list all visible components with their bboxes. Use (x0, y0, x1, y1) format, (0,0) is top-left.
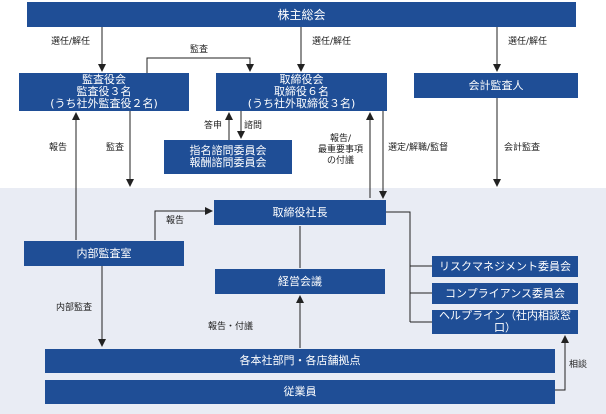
employees-box: 従業員 (45, 380, 555, 404)
audit-board-members: 監査役３名 (76, 85, 132, 98)
internal-audit-label: 内部監査室 (76, 246, 132, 260)
risk-committee-label: リスクマネジメント委員会 (439, 259, 571, 273)
management-meeting-box: 経営会議 (215, 269, 385, 294)
risk-committee-box: リスクマネジメント委員会 (432, 256, 578, 277)
elect-dismiss-label-3: 選任/解任 (508, 37, 548, 47)
report-important-line-3: の付議 (327, 156, 355, 166)
departments-box: 各本社部門・各店舗拠点 (45, 349, 555, 373)
board-of-directors-box: 取締役会 取締役６名 (うち社外取締役３名) (216, 73, 387, 111)
shareholders-meeting-box: 株主総会 (27, 2, 576, 27)
board-outside: (うち社外取締役３名) (247, 97, 356, 110)
compensation-committee-label: 報酬諮問委員会 (189, 156, 267, 169)
internal-audit-edge-label: 内部監査 (56, 303, 93, 313)
consult-label: 答申 (204, 121, 223, 131)
departments-label: 各本社部門・各店舗拠点 (239, 354, 361, 367)
arrow-internal-audit-to-president (154, 207, 213, 240)
arrow-audit-board-to-board (146, 57, 254, 74)
compliance-committee-label: コンプライアンス委員会 (444, 286, 565, 300)
elect-dismiss-label-2: 選任/解任 (312, 37, 352, 47)
board-members: 取締役６名 (274, 85, 329, 98)
consultation-label: 相談 (569, 360, 588, 370)
report-internal-label: 報告 (166, 216, 185, 226)
president-label: 取締役社長 (272, 205, 328, 219)
report-submit-label: 報告・付議 (208, 322, 254, 332)
management-meeting-label: 経営会議 (278, 274, 322, 288)
appoint-supervise-label: 選定/解職/監督 (388, 143, 449, 153)
nomination-committee-box: 指名諮問委員会 報酬諮問委員会 (164, 140, 292, 174)
inquiry-label: 諮問 (244, 121, 263, 131)
internal-audit-box: 内部監査室 (24, 241, 184, 266)
audit-label-left: 監査 (106, 143, 125, 153)
employees-label: 従業員 (283, 385, 317, 398)
nomination-committee-label: 指名諮問委員会 (189, 144, 267, 157)
elect-dismiss-label-1: 選任/解任 (51, 37, 91, 47)
report-important-line-1: 報告/ (329, 134, 352, 144)
audit-board-outside: (うち社外監査役２名) (50, 97, 158, 110)
report-important-label: 報告/ 最重要事項 の付議 (318, 134, 363, 167)
audit-board-box: 監査役会 監査役３名 (うち社外監査役２名) (19, 73, 189, 111)
helpline-box: ヘルプライン（社内相談窓口） (432, 310, 578, 334)
line-president-risk (385, 211, 432, 267)
report-important-line-2: 最重要事項 (318, 145, 364, 155)
president-box: 取締役社長 (214, 200, 386, 225)
report-label-left: 報告 (49, 143, 68, 153)
accounting-audit-label: 会計監査 (504, 143, 541, 153)
audit-board-title: 監査役会 (82, 73, 126, 86)
compliance-committee-box: コンプライアンス委員会 (432, 283, 578, 304)
helpline-label: ヘルプライン（社内相談窓口） (439, 309, 571, 334)
audit-label-top: 監査 (190, 45, 209, 55)
arrow-employees-to-helpline (555, 335, 569, 391)
board-title: 取締役会 (279, 73, 324, 86)
accounting-auditor-label: 会計監査人 (468, 78, 524, 92)
accounting-auditor-box: 会計監査人 (414, 73, 578, 98)
shareholders-meeting-label: 株主総会 (277, 7, 326, 22)
